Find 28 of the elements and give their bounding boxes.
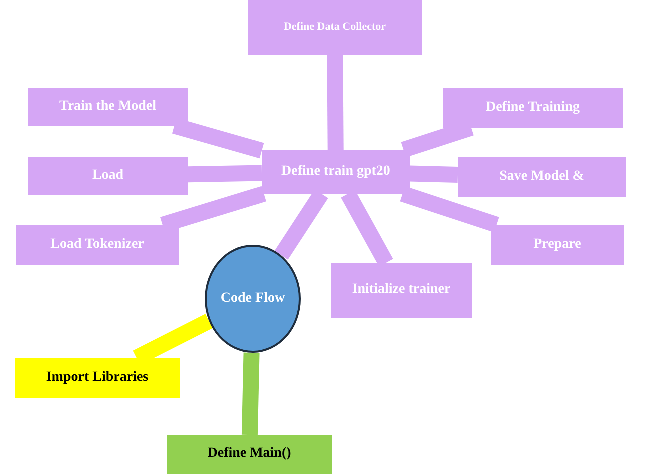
node-label: Save Model & [500, 168, 584, 186]
connector-bar [188, 165, 262, 183]
step-box [167, 435, 332, 474]
step-box [15, 358, 180, 398]
node-label: Initialize trainer [352, 281, 451, 300]
connector-bar [327, 54, 344, 150]
node-label: Load [92, 166, 124, 185]
node-label: Import Libraries [46, 368, 149, 387]
node-label: Define train gpt20 [282, 162, 390, 181]
node-label: Train the Model [60, 98, 156, 116]
node-label: Code Flow [220, 290, 286, 308]
step-box [443, 88, 623, 128]
step-box [458, 157, 626, 197]
step-box [28, 88, 188, 126]
connector-bar [410, 166, 458, 183]
connector-bar [400, 186, 500, 233]
step-box [28, 157, 188, 195]
step-box [262, 150, 410, 194]
step-box [16, 225, 179, 265]
node-label: Prepare [534, 236, 582, 254]
step-box [491, 225, 624, 265]
node-label: Define Training [486, 98, 580, 117]
step-box [331, 263, 472, 318]
step-box [248, 0, 422, 55]
node-label: Define Data Collector [284, 20, 386, 35]
node-label: Define Main() [208, 445, 292, 464]
node-label: Load Tokenizer [50, 236, 144, 254]
connector-bar [242, 352, 260, 436]
